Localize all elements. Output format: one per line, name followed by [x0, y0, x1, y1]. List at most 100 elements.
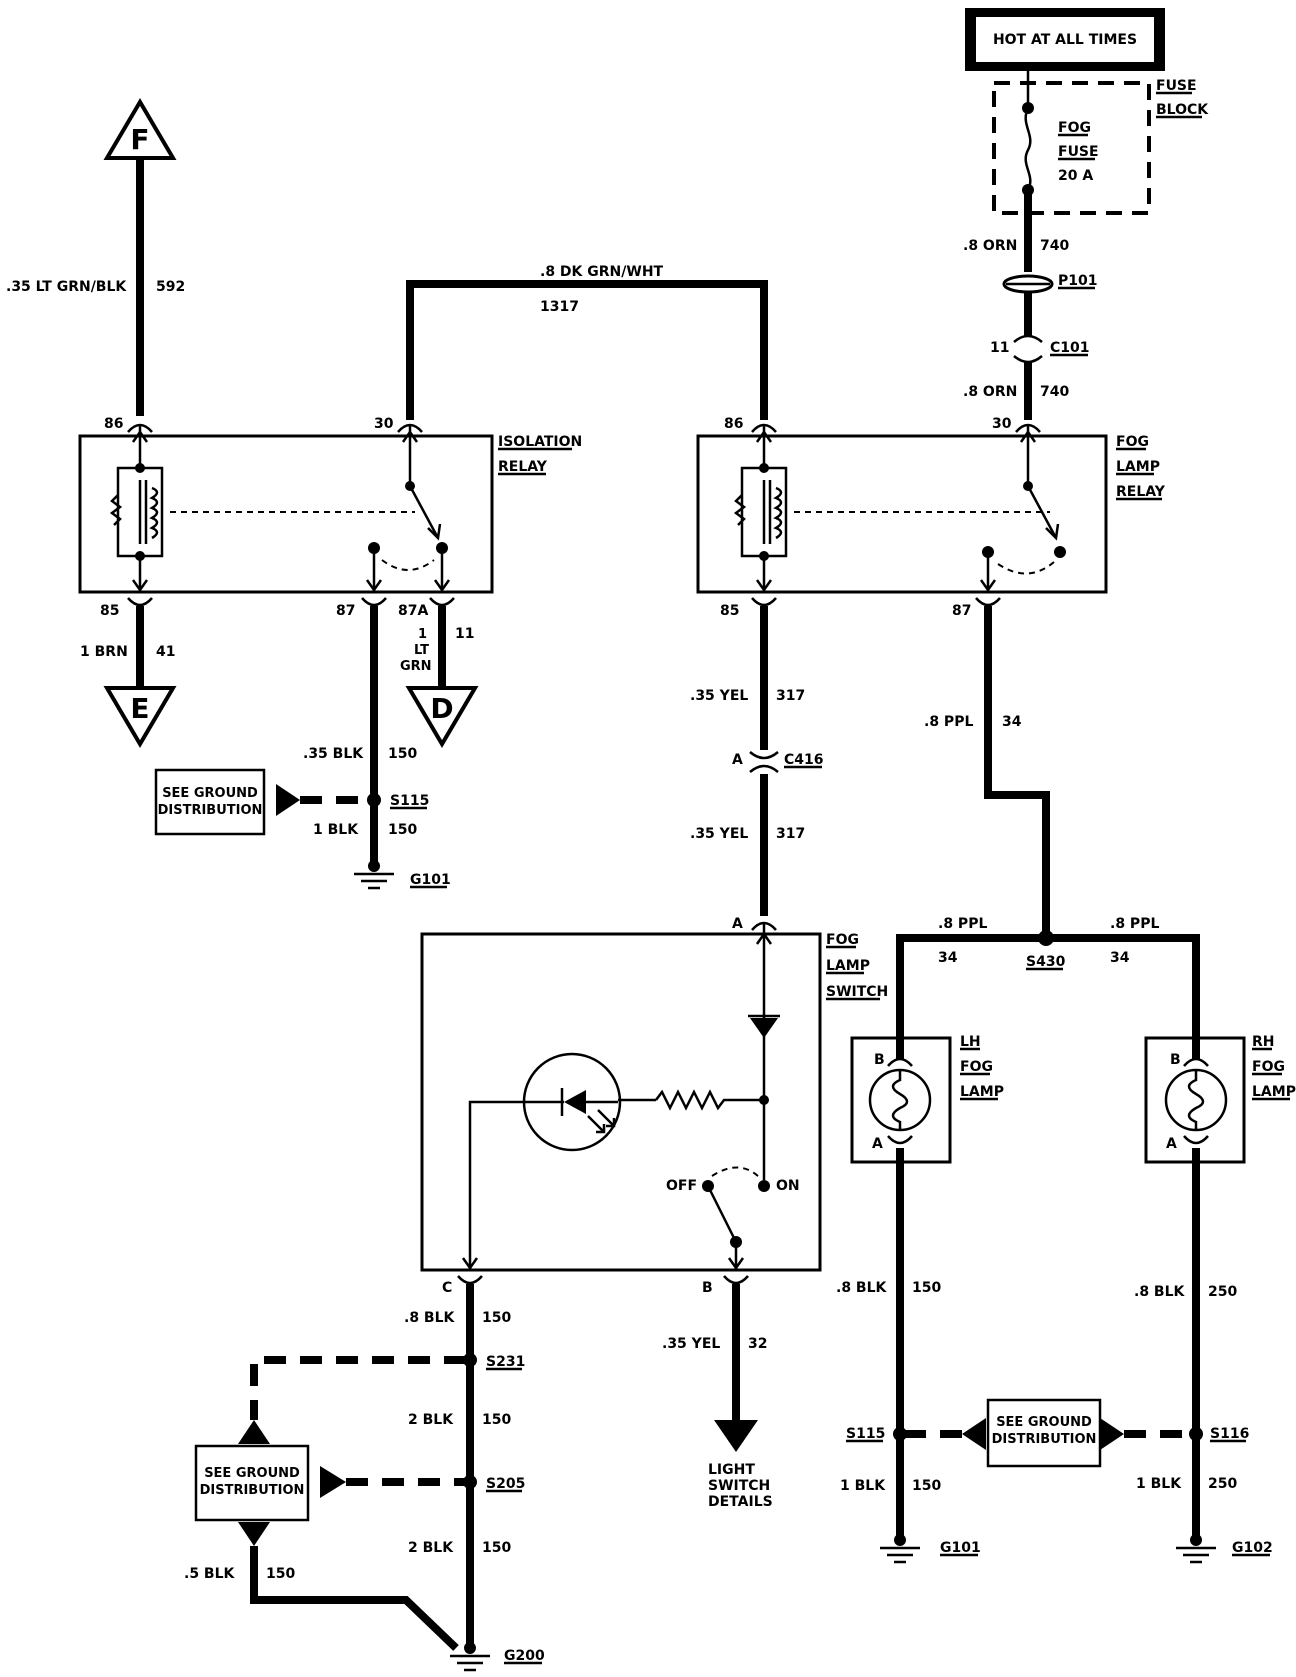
- hot-at-all-times-box: HOT AT ALL TIMES: [965, 8, 1165, 71]
- c101-connector: [1013, 334, 1043, 343]
- fog-lamp-relay-label-3: RELAY: [1116, 484, 1166, 500]
- switch-diode: [750, 1018, 778, 1038]
- wire-1blk-rh-circuit: 250: [1208, 1476, 1237, 1492]
- connector-f-label: F: [130, 123, 149, 156]
- connector-e-label: E: [130, 692, 149, 725]
- fuse-block-label-1: FUSE: [1156, 78, 1197, 94]
- fog-lamp-switch-pin-c: C: [442, 1280, 452, 1296]
- wire-11-gauge-3: GRN: [400, 659, 432, 674]
- ground-dist-box-left: SEE GROUND DISTRIBUTION: [194, 1444, 310, 1522]
- wire-34: .8 PPL 34: [924, 606, 1050, 936]
- wire-150-lh-circuit: 150: [912, 1280, 941, 1296]
- wire-2blk-gauge-1: 2 BLK: [408, 1412, 454, 1428]
- wire-740-gauge-bottom: .8 ORN: [963, 384, 1017, 400]
- wire-11: 1 LT GRN 11: [400, 606, 474, 688]
- rh-fog-lamp-pin-a: A: [1166, 1136, 1177, 1152]
- c101-label: C101: [1050, 340, 1090, 356]
- switch-resistor: [655, 1089, 764, 1111]
- wire-5blk-gauge: .5 BLK: [184, 1566, 236, 1582]
- wire-740-gauge-top: .8 ORN: [963, 238, 1017, 254]
- switch-off-label: OFF: [666, 1178, 697, 1194]
- splice-s430-label: S430: [1026, 954, 1066, 970]
- splice-s115-bottom-label: S115: [846, 1426, 885, 1442]
- wire-41-circuit: 41: [156, 644, 175, 660]
- rh-fog-lamp: B A RH FOG LAMP: [1144, 1034, 1296, 1164]
- splice-s231: [463, 1353, 477, 1367]
- fog-lamp-switch-label-2: LAMP: [826, 958, 870, 974]
- wire-34-gauge: .8 PPL: [924, 714, 973, 730]
- wire-1blk-lh-circuit: 150: [912, 1478, 941, 1494]
- ground-dist-right-line2: DISTRIBUTION: [992, 1432, 1097, 1447]
- fuse-block-label-2: BLOCK: [1156, 102, 1209, 118]
- wire-11-gauge-1: 1: [418, 627, 427, 642]
- ground-g200: G200: [450, 1642, 545, 1672]
- ground-dist-box-right: SEE GROUND DISTRIBUTION: [986, 1398, 1102, 1468]
- c416-pin: A: [732, 752, 743, 768]
- rh-fog-lamp-label-1: RH: [1252, 1034, 1275, 1050]
- connector-d-label: D: [430, 692, 453, 725]
- isolation-relay: ISOLATION RELAY 86 30: [78, 416, 582, 619]
- lh-fog-lamp: B A LH FOG LAMP: [850, 1034, 1004, 1164]
- splice-s231-label: S231: [486, 1354, 525, 1370]
- isolation-relay-pin-86: 86: [104, 416, 123, 432]
- isolation-relay-label-1: ISOLATION: [498, 434, 582, 450]
- ground-g101-bottom: G101: [880, 1534, 981, 1564]
- connector-f: F: [103, 98, 177, 160]
- ground-g102-label: G102: [1232, 1540, 1273, 1556]
- wire-740-circuit-top: 740: [1040, 238, 1069, 254]
- rh-fog-lamp-label-2: FOG: [1252, 1059, 1285, 1075]
- lh-fog-lamp-label-1: LH: [960, 1034, 981, 1050]
- light-switch-details-1: LIGHT: [708, 1462, 755, 1478]
- wire-5blk-circuit: 150: [266, 1566, 295, 1582]
- lh-fog-lamp-label-2: FOG: [960, 1059, 993, 1075]
- isolation-relay-label-2: RELAY: [498, 459, 548, 475]
- ground-dist-right-line1: SEE GROUND: [996, 1415, 1092, 1430]
- fog-lamp-switch-label-1: FOG: [826, 932, 859, 948]
- wire-1blk-lh-gauge: 1 BLK: [840, 1478, 886, 1494]
- wire-11-circuit: 11: [455, 626, 474, 642]
- isolation-relay-pin-87: 87: [336, 603, 355, 619]
- wire-32-gauge: .35 YEL: [662, 1336, 720, 1352]
- wire-150-switch-circuit: 150: [482, 1310, 511, 1326]
- wire-150-switch-gauge: .8 BLK: [404, 1310, 456, 1326]
- c416-connector: [749, 751, 779, 760]
- ground-dist-box-top: SEE GROUND DISTRIBUTION: [154, 768, 266, 836]
- wire-250-rh: .8 BLK 250 S116 1 BLK 250: [1100, 1148, 1249, 1540]
- ground-dist-top-line1: SEE GROUND: [162, 786, 258, 801]
- isolation-relay-pin-30: 30: [374, 416, 394, 432]
- wire-317-circuit-a: 317: [776, 688, 805, 704]
- switch-on-label: ON: [776, 1178, 800, 1194]
- fog-lamp-switch-contact: [706, 1185, 738, 1243]
- wire-150-lh: .8 BLK 150 S115 1 BLK 150: [836, 1148, 986, 1540]
- isolation-relay-pin-87a: 87A: [398, 603, 428, 619]
- ground-g200-label: G200: [504, 1648, 545, 1664]
- fog-lamp-switch-pin-a: A: [732, 916, 743, 932]
- wire-317-gauge-a: .35 YEL: [690, 688, 748, 704]
- wire-2blk-gauge-2: 2 BLK: [408, 1540, 454, 1556]
- fog-fuse-symbol: [1024, 107, 1032, 191]
- splice-s116: [1189, 1427, 1203, 1441]
- fog-lamp-relay-switch: [1026, 485, 1058, 539]
- splice-s116-label: S116: [1210, 1426, 1249, 1442]
- wire-317-gauge-b: .35 YEL: [690, 826, 748, 842]
- fog-fuse-label-1: FOG: [1058, 120, 1091, 136]
- wire-34-branches: S430 .8 PPL 34 .8 PPL 34: [896, 916, 1200, 1060]
- light-switch-details-2: SWITCH: [708, 1478, 770, 1494]
- wire-150-gauge-a: .35 BLK: [303, 746, 364, 762]
- rh-fog-lamp-label-3: LAMP: [1252, 1084, 1296, 1100]
- fog-lamp-relay-pin-86: 86: [724, 416, 743, 432]
- wire-317-circuit-b: 317: [776, 826, 805, 842]
- wire-11-gauge-2: LT: [414, 643, 429, 658]
- wire-1317-gauge: .8 DK GRN/WHT: [540, 264, 664, 280]
- ground-g101-top: G101: [354, 860, 451, 890]
- fog-lamp-switch: FOG LAMP SWITCH A OFF ON: [420, 916, 888, 1296]
- wire-41-gauge: 1 BRN: [80, 644, 128, 660]
- wire-34-right-circuit: 34: [1110, 950, 1130, 966]
- p101-label: P101: [1058, 273, 1097, 289]
- fog-lamp-relay: FOG LAMP RELAY 86 30 85 87: [696, 416, 1166, 619]
- wire-740: .8 ORN 740 P101 11 C101 .8 ORN 740: [963, 190, 1097, 420]
- lh-fog-lamp-pin-a: A: [872, 1136, 883, 1152]
- wire-1317: .8 DK GRN/WHT 1317: [406, 264, 768, 420]
